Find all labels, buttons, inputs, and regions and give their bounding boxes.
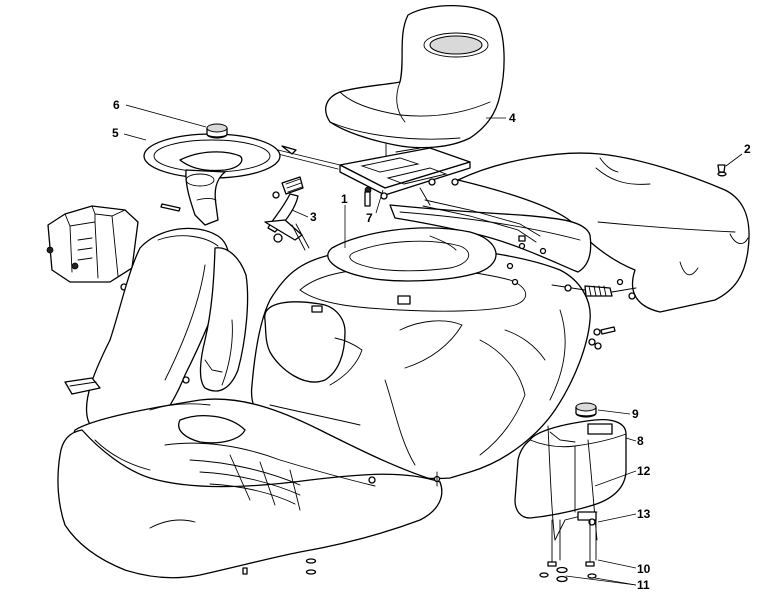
callout-11: 11: [637, 578, 650, 592]
steering-tower: [85, 227, 249, 443]
callout-13: 13: [637, 507, 651, 521]
callout-1: 1: [341, 192, 348, 206]
callout-6: 6: [113, 98, 120, 112]
cover-screw: [717, 164, 727, 177]
callout-8: 8: [637, 434, 644, 448]
nuts: [539, 566, 597, 583]
callout-3: 3: [310, 210, 317, 224]
callout-12: 12: [637, 464, 651, 478]
callout-labels: 1 2 3 4 5 6 7 8 9 10 11 12 13: [112, 98, 751, 592]
access-lid: [264, 295, 411, 386]
main-body: [250, 204, 592, 480]
clamp-bolt: [577, 511, 597, 526]
body-bolts: [506, 235, 616, 350]
fuel-tank: [514, 418, 627, 519]
floor-fasteners: [242, 471, 441, 575]
callout-2: 2: [744, 142, 751, 156]
callout-10: 10: [637, 562, 651, 576]
callout-5: 5: [112, 126, 119, 140]
wheel-cap: [206, 123, 228, 139]
seat: [325, 4, 505, 149]
steering-wheel: [143, 133, 281, 226]
floor-pan: [57, 377, 443, 579]
leader-lines: [123, 104, 743, 586]
seat-rod: [277, 145, 341, 170]
callout-9: 9: [632, 407, 639, 421]
dash-panel-block: [46, 205, 139, 291]
callout-7: 7: [366, 211, 373, 225]
long-bolts: [547, 519, 597, 567]
lever-assembly: [264, 176, 310, 251]
fuel-cap: [575, 402, 597, 418]
spring-linkage: [551, 278, 637, 300]
seat-bracket: [339, 143, 541, 243]
column-pin: [160, 203, 181, 212]
seat-mount-plate: [327, 227, 497, 282]
callout-4: 4: [509, 111, 516, 125]
